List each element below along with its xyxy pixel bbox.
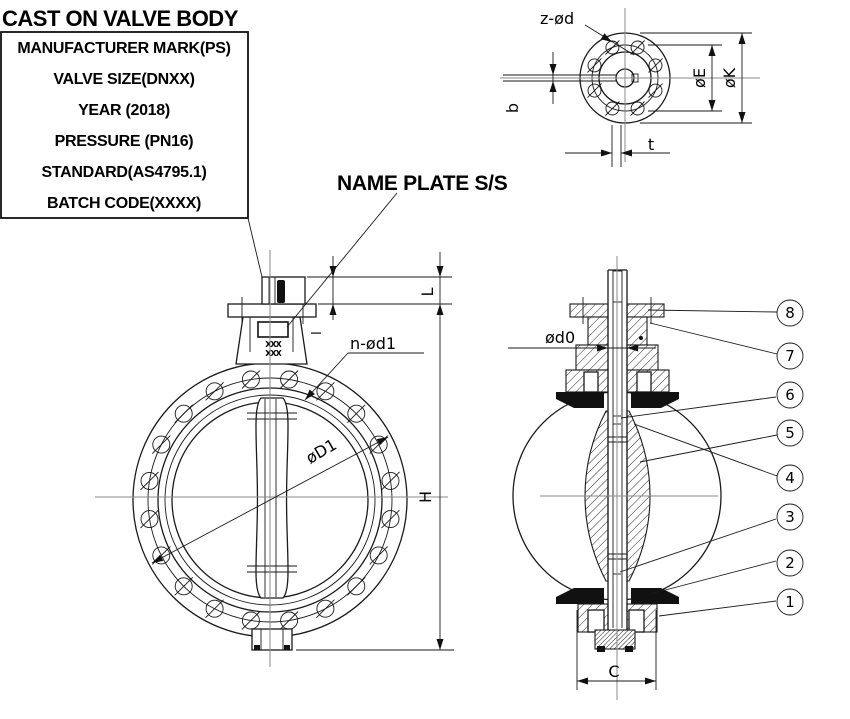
dim-t: t [565,125,670,167]
balloon-5: 5 [776,419,804,447]
cast-note-title: CAST ON VALVE BODY [2,6,239,31]
bottom-plug [594,629,636,650]
dim-label-C: C [608,662,619,681]
dim-label-z-d: z-ød [540,9,574,28]
dim-label-d0: ød0 [545,328,575,347]
dim-label-K: øK [720,67,739,88]
cover-slot-left [587,609,605,633]
dim-d0: ød0 [508,328,656,352]
dim-H: H [296,491,454,651]
dim-label-L: L [418,287,437,296]
cast-note-item: BATCH CODE(XXXX) [47,195,201,212]
cast-note-item: VALVE SIZE(DNXX) [53,71,194,88]
name-plate-callout: NAME PLATE S/S [286,172,508,328]
cast-mark-row: XXX [265,349,282,358]
flange-bolt-holes [587,40,663,116]
cast-note-item: MANUFACTURER MARK(PS) [17,40,230,57]
cast-note-item: PRESSURE (PN16) [55,133,194,150]
cast-note-item: STANDARD(AS4795.1) [41,164,206,181]
name-plate [257,321,289,338]
top-flange-view: b t øE øK [500,8,760,167]
cast-note-leader-line [247,217,263,278]
dim-label-E: øE [690,68,709,88]
dim-b: b [503,52,617,113]
balloon-number: 3 [785,508,795,526]
dim-label-t: t [648,135,654,154]
dim-label-n-d1: n-ød1 [350,334,396,353]
callout-n-d1: n-ød1 [304,334,424,401]
seat-seal-bottom-right [631,588,679,604]
section-view: ød0 C [508,256,722,700]
balloon-number: 6 [785,386,795,404]
dim-L: L [418,252,444,650]
gland-right [626,316,648,346]
gland-screw [639,336,643,340]
cast-note: CAST ON VALVE BODY MANUFACTURER MARK(PS)… [0,6,263,278]
disc-front [247,397,297,599]
balloon-3: 3 [776,503,804,531]
cast-mark-row: XXX [265,340,282,349]
balloon-6: 6 [776,381,804,409]
balloon-4: 4 [776,464,804,492]
balloon-number: 8 [785,304,795,322]
dim-K: øK [640,32,752,124]
plug-foot-right [625,646,633,652]
cast-note-item: YEAR (2018) [78,102,170,119]
callout-z-d: z-ød [540,9,635,56]
gland-left [587,316,609,346]
bottom-boss [251,628,293,651]
dim-C: C [576,610,657,690]
balloon-number: 2 [785,554,795,572]
seat-seal-bottom-left [556,588,604,604]
dim-label-b: b [503,103,522,113]
dim-label-H: H [416,491,435,503]
balloon-callouts: 8 7 6 5 4 3 2 1 [619,299,804,617]
balloon-1: 1 [776,588,804,616]
valve-neck: XXX XXX [227,276,317,365]
cast-note-box [0,31,249,219]
body-bolt-holes [140,370,400,630]
balloon-8: 8 [776,299,804,327]
seat-seal-top-right [631,392,679,408]
stem-indicator [277,280,285,303]
cover-slot-right [628,609,645,633]
bushing-slot-left [583,371,599,393]
balloon-number: 5 [785,424,795,442]
dim-label-l: l [310,331,325,335]
balloon-7: 7 [776,342,804,370]
name-plate-leader [286,192,398,328]
balloon-2: 2 [776,549,804,577]
dim-label-D1: øD1 [303,435,340,468]
seat-seal-top-left [556,392,604,408]
plug-foot-left [597,646,605,652]
balloon-number: 7 [785,347,795,365]
front-view: XXX XXX øD1 n-ød1 [95,250,454,667]
bushing-slot-right [636,371,652,393]
balloon-number: 1 [785,593,795,611]
top-plate-left [569,303,609,318]
dim-E: øE [648,44,722,112]
name-plate-label: NAME PLATE S/S [337,172,508,195]
balloon-number: 4 [785,469,795,487]
